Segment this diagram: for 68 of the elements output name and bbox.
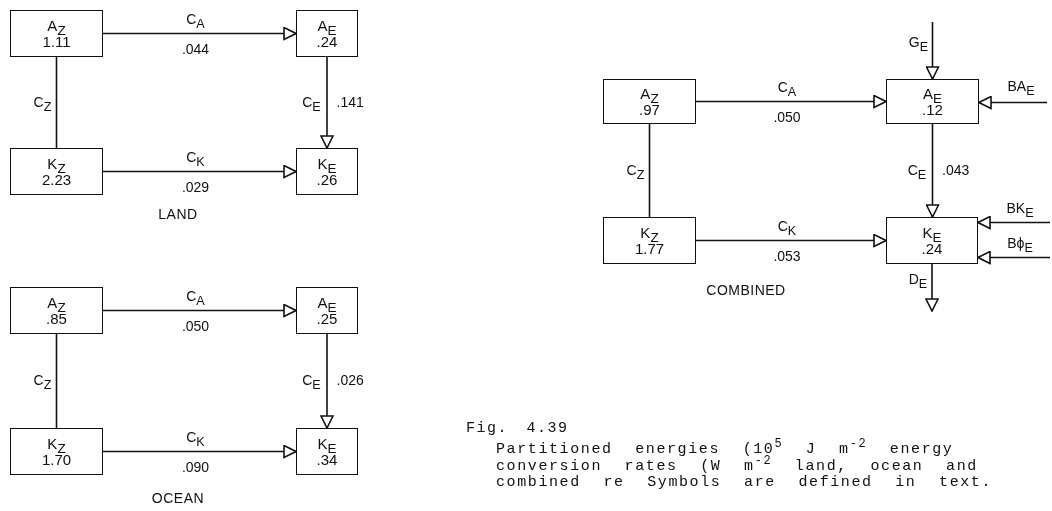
energy-symbol: A$_{Z}$: [47, 294, 66, 311]
edge-label: C$_{E}$ .026: [302, 373, 364, 389]
edge-label: D$_{E}$: [908, 271, 928, 288]
energy-box: [10, 428, 103, 475]
arrow: [102, 164, 297, 179]
energy-box: [10, 10, 103, 57]
energy-symbol: A$_{Z}$: [640, 85, 659, 102]
energy-value: .26: [316, 171, 338, 188]
arrow: [695, 94, 887, 109]
arrow: [102, 26, 297, 41]
energy-symbol: A$_{E}$: [317, 294, 337, 311]
edge-label: C$_{K}$ .090: [181, 427, 210, 477]
connector-line: [55, 56, 58, 149]
edge-label: C$_{Z}$: [33, 94, 52, 111]
energy-symbol: A$_{E}$: [923, 85, 942, 102]
energy-symbol: A$_{Z}$: [47, 17, 66, 34]
energy-symbol: K$_{E}$: [317, 435, 337, 452]
edge-label: C$_{Z}$: [626, 162, 645, 179]
panel-label: COMBINED: [706, 282, 786, 298]
energy-symbol: K$_{Z}$: [47, 435, 66, 452]
energy-box: [10, 148, 103, 195]
edge-label: C$_{K}$ .029: [181, 147, 210, 197]
connector-line: [648, 123, 651, 218]
energy-box: [10, 287, 103, 334]
edge-label: BA$_{E}$: [1007, 78, 1035, 95]
energy-value: 2.23: [41, 171, 72, 188]
energy-symbol: K$_{E}$: [922, 224, 942, 241]
energy-symbol: A$_{E}$: [317, 17, 337, 34]
energy-value: 1.70: [41, 451, 72, 468]
arrow: [320, 333, 334, 429]
panel-label: OCEAN: [151, 490, 205, 506]
edge-label: C$_{E}$ .043: [907, 162, 970, 179]
energy-value: .85: [46, 310, 67, 327]
energy-box: [296, 428, 358, 475]
arrow: [102, 303, 297, 318]
edge-label: G$_{E}$: [908, 34, 929, 51]
arrow: [925, 21, 940, 80]
arrow: [977, 250, 1051, 265]
edge-label: C$_{Z}$: [33, 373, 52, 389]
energy-symbol: K$_{Z}$: [47, 155, 66, 172]
arrow: [695, 233, 887, 248]
energy-box: [603, 217, 696, 264]
energy-box: [296, 148, 358, 195]
arrow: [320, 56, 334, 149]
energy-symbol: K$_{Z}$: [640, 224, 659, 241]
arrow: [925, 123, 940, 218]
edge-label: Bϕ$_{E}$: [1007, 235, 1033, 252]
figure-title: Fig. 4.39: [466, 420, 569, 437]
energy-box: [603, 79, 696, 124]
edge-label: C$_{A}$ .050: [773, 77, 801, 127]
energy-box: [886, 79, 979, 124]
energy-value: .97: [639, 101, 660, 118]
energy-box: [886, 217, 978, 264]
edge-label: C$_{K}$ .053: [773, 216, 801, 266]
edge-label: C$_{A}$ .044: [181, 9, 210, 59]
edge-label: BK$_{E}$: [1006, 200, 1034, 217]
panel-label: LAND: [158, 206, 198, 222]
arrow: [977, 215, 1051, 230]
arrow: [978, 95, 1048, 110]
connector-line: [55, 333, 58, 429]
energy-box: [296, 10, 358, 57]
energy-symbol: K$_{E}$: [317, 155, 337, 172]
edge-label: C$_{A}$ .050: [181, 286, 210, 336]
energy-box: [296, 287, 358, 334]
edge-label: C$_{E}$ .141: [302, 94, 364, 111]
energy-value: .34: [316, 451, 338, 468]
arrow: [102, 444, 297, 459]
arrow: [925, 263, 939, 312]
